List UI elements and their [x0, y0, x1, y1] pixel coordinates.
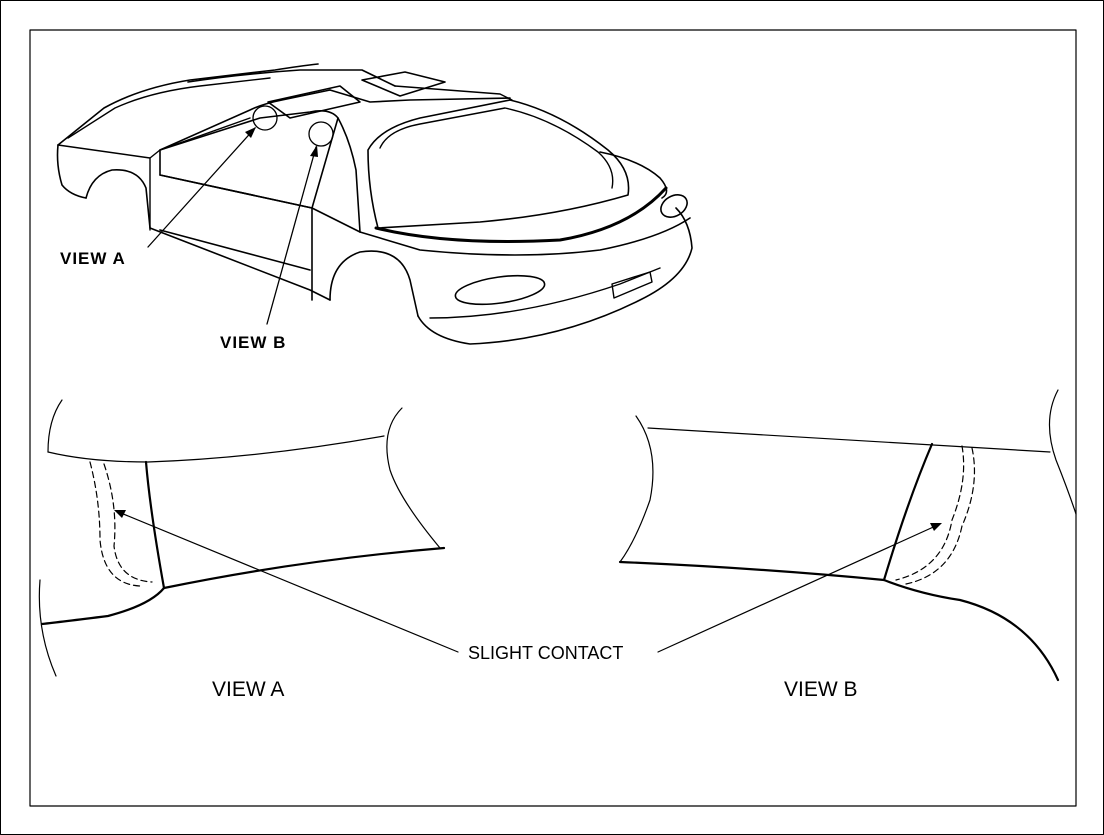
- car-hood-top: [57, 63, 319, 146]
- detail-view-b-label: VIEW B: [784, 678, 858, 701]
- detail-view-b: [618, 389, 1077, 682]
- view-a-dashed-inner: [103, 463, 153, 583]
- view-b-panel-edge: [882, 442, 934, 582]
- view-a-roof-edge: [47, 435, 385, 463]
- car-ttop-right: [361, 71, 446, 97]
- view-b-right-curve: [1048, 389, 1077, 515]
- car-nose: [56, 144, 87, 199]
- view-b-lower-edge: [882, 578, 1060, 682]
- car-door-line: [159, 229, 311, 271]
- view-a-dashed-outer: [89, 461, 141, 587]
- view-b-body-curve: [619, 415, 654, 563]
- view-b-arrow: [266, 146, 317, 325]
- car-spoiler: [374, 186, 668, 243]
- view-a-arrow: [147, 127, 256, 248]
- car-illustration: [56, 63, 693, 345]
- slight-contact-arrowhead-a: [114, 510, 126, 518]
- view-b-seam: [618, 560, 886, 582]
- car-rear-deck: [599, 151, 668, 199]
- car-rocker: [149, 227, 331, 301]
- slight-contact-arrowhead-b: [930, 523, 942, 531]
- view-a-lower-edge: [40, 586, 166, 626]
- car-rear-hatch: [367, 99, 630, 229]
- view-b-callout-circle: [308, 121, 334, 147]
- slight-contact-leader-a: [115, 510, 459, 653]
- car-license-plate: [611, 271, 653, 299]
- car-tail-light-left: [454, 274, 546, 306]
- detail-view-a-label: VIEW A: [212, 678, 284, 701]
- car-quarter-line: [359, 217, 691, 256]
- car-rear-bumper: [417, 207, 693, 345]
- detail-view-a: [38, 399, 446, 677]
- view-a-body-curve: [386, 407, 441, 549]
- car-roof-front: [187, 69, 396, 87]
- car-door-top: [159, 174, 361, 233]
- view-a-roof-curve: [47, 399, 63, 453]
- view-a-left-curve: [38, 579, 57, 677]
- slight-contact-leader-b: [657, 523, 941, 653]
- car-bumper-line: [429, 267, 661, 319]
- car-tail-light-right: [660, 194, 688, 218]
- car-side-window: [159, 110, 339, 209]
- view-b-arrowhead: [310, 145, 318, 157]
- view-a-callout-circle: [252, 105, 278, 131]
- view-a-arrowhead: [245, 127, 256, 138]
- view-b-dashed-inner: [905, 447, 976, 585]
- car-hatch-inner: [379, 107, 614, 189]
- inner-frame: [29, 29, 1077, 807]
- car-view-a-label: VIEW A: [60, 249, 126, 268]
- view-a-panel-edge: [144, 460, 166, 590]
- car-windshield-base: [159, 89, 331, 151]
- car-hood-crease: [67, 77, 271, 139]
- view-b-roof-edge: [647, 427, 1051, 453]
- car-ttop-left: [267, 85, 361, 119]
- car-view-b-label: VIEW B: [220, 333, 286, 352]
- car-b-pillar: [337, 117, 361, 233]
- car-fender-top: [57, 117, 251, 159]
- slight-contact-label: SLIGHT CONTACT: [468, 643, 623, 663]
- view-a-seam: [162, 546, 446, 590]
- car-front-wheel-arch: [85, 169, 151, 229]
- car-rear-wheel-arch: [329, 250, 419, 317]
- view-b-dashed-outer: [895, 445, 965, 581]
- car-roof-bar: [329, 89, 511, 103]
